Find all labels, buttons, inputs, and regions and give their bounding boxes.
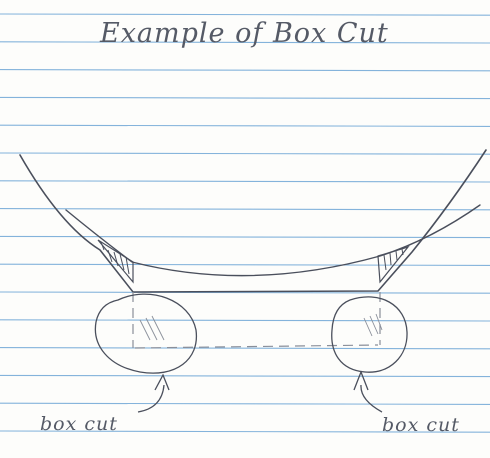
projection-lines	[132, 292, 381, 349]
rule-line	[0, 235, 490, 239]
ground-surface-line	[65, 204, 481, 277]
ruled-lines	[0, 13, 490, 433]
right-label: box cut	[382, 414, 460, 436]
right-highlight-circle	[331, 296, 408, 373]
left-hatched-wedge	[97, 239, 134, 284]
faint-hatch-right	[363, 313, 383, 337]
rule-line	[0, 152, 490, 155]
left-arrow	[137, 373, 170, 413]
left-highlight-circle	[94, 293, 197, 374]
excavation-outline	[19, 149, 487, 293]
rule-line	[0, 69, 490, 72]
right-hatched-wedge	[377, 245, 410, 284]
rule-line	[0, 347, 490, 350]
rule-line	[0, 263, 490, 266]
rule-line	[0, 374, 490, 378]
rule-line	[0, 402, 490, 405]
rule-line	[0, 319, 490, 322]
rule-line	[0, 291, 490, 294]
rule-line	[0, 13, 490, 16]
sketch-title: Example of Box Cut	[99, 18, 389, 49]
left-label: box cut	[40, 413, 118, 435]
rule-line	[0, 180, 490, 183]
rule-line	[0, 430, 490, 433]
rule-line	[0, 96, 490, 100]
rule-line	[0, 208, 490, 211]
right-arrow	[353, 370, 383, 413]
rule-line	[0, 41, 490, 44]
rule-line	[0, 124, 490, 127]
faint-hatch-left	[139, 315, 165, 341]
